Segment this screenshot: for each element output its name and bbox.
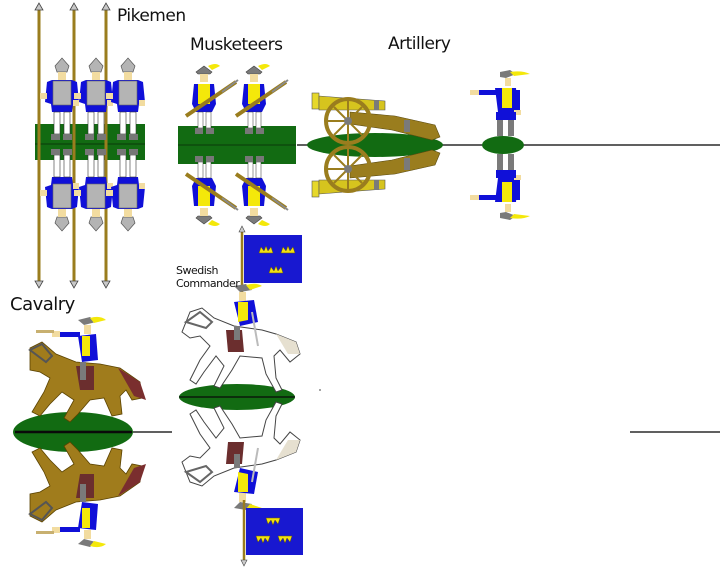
label-commander-line2: Commander [176, 277, 240, 290]
artillery-base [307, 133, 443, 157]
swedish-flag-bottom [246, 508, 303, 555]
label-artillery: Artillery [388, 34, 451, 54]
label-pikemen: Pikemen [117, 6, 186, 26]
swedish-flag-top [244, 235, 302, 283]
label-commander: Swedish Commander [176, 264, 240, 290]
label-cavalry: Cavalry [10, 294, 75, 315]
pikemen-unit [34, 2, 146, 289]
pikeman-figure [40, 57, 79, 140]
pike-poles [37, 10, 108, 282]
cannon-figure [311, 92, 441, 145]
cavalry-unit [13, 316, 147, 549]
musketeers-unit [178, 62, 296, 228]
gunner-base [482, 136, 524, 154]
label-commander-line1: Swedish [176, 264, 219, 277]
cavalry-horse [28, 316, 146, 423]
pike-tips [34, 2, 111, 289]
stray-dot [319, 389, 321, 391]
crown-icons-bottom [255, 517, 293, 544]
crown-icons-top [258, 245, 296, 274]
label-musketeers: Musketeers [190, 35, 283, 55]
gunner-unit [470, 70, 530, 220]
artillery-unit [307, 92, 443, 199]
musketeer-figure [184, 64, 239, 134]
commander-horse [181, 283, 301, 393]
gunner-figure [470, 70, 530, 136]
commander-unit [179, 225, 303, 567]
